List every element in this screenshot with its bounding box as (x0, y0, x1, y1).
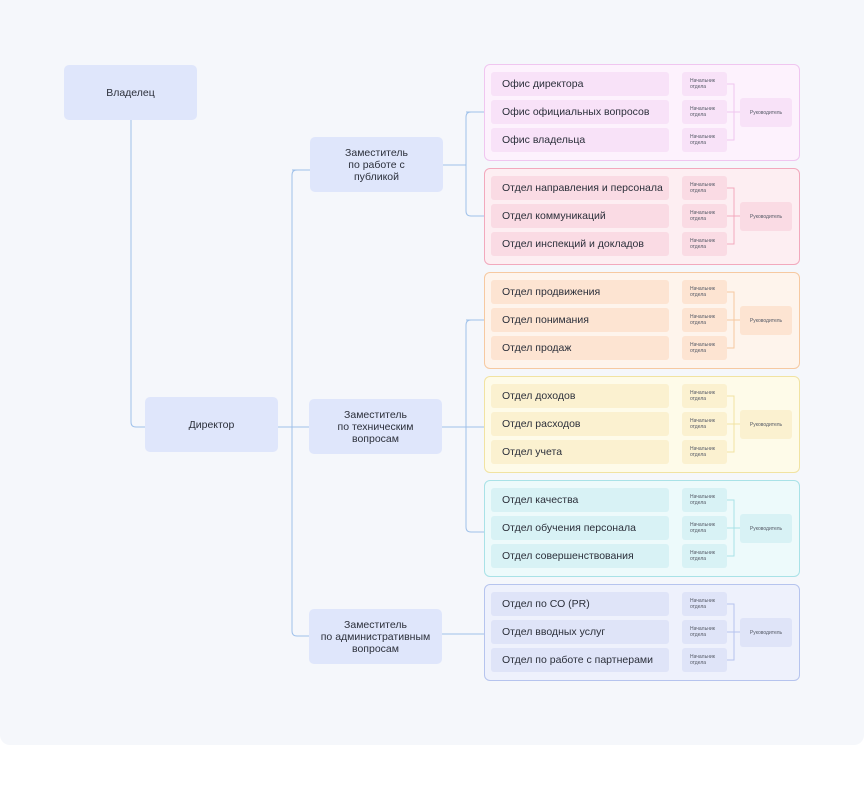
department-item: Отдел обучения персонала (491, 516, 669, 540)
department-head-badge: Начальник отдела (682, 384, 727, 408)
department-head-badge: Начальник отдела (682, 176, 727, 200)
group-bracket (727, 291, 740, 349)
department-item: Отдел доходов (491, 384, 669, 408)
department-item: Отдел направления и персонала (491, 176, 669, 200)
department-item: Отдел понимания (491, 308, 669, 332)
connector-line (130, 120, 145, 428)
connector-line (291, 169, 309, 637)
department-head-badge: Начальник отдела (682, 204, 727, 228)
department-head-badge: Начальник отдела (682, 440, 727, 464)
deputy-technical-node: Заместитель по техническим вопросам (309, 399, 442, 454)
department-head-badge: Начальник отдела (682, 620, 727, 644)
manager-badge: Руководитель (740, 98, 792, 127)
department-item: Отдел по работе с партнерами (491, 648, 669, 672)
deputy-public-node: Заместитель по работе с публикой (310, 137, 443, 192)
manager-badge: Руководитель (740, 202, 792, 231)
department-head-badge: Начальник отдела (682, 648, 727, 672)
department-item: Офис директора (491, 72, 669, 96)
connector-line (465, 319, 484, 533)
department-head-badge: Начальник отдела (682, 516, 727, 540)
department-item: Отдел вводных услуг (491, 620, 669, 644)
manager-badge: Руководитель (740, 618, 792, 647)
department-item: Офис владельца (491, 128, 669, 152)
department-item: Отдел инспекций и докладов (491, 232, 669, 256)
department-head-badge: Начальник отдела (682, 72, 727, 96)
group-bracket (727, 187, 740, 245)
group-bracket (727, 603, 740, 661)
department-item: Отдел коммуникаций (491, 204, 669, 228)
manager-badge: Руководитель (740, 514, 792, 543)
department-item: Отдел учета (491, 440, 669, 464)
group-bracket (727, 499, 740, 557)
department-item: Отдел качества (491, 488, 669, 512)
department-item: Отдел по СО (PR) (491, 592, 669, 616)
manager-badge: Руководитель (740, 410, 792, 439)
department-item: Отдел совершенствования (491, 544, 669, 568)
department-head-badge: Начальник отдела (682, 280, 727, 304)
department-head-badge: Начальник отдела (682, 592, 727, 616)
department-head-badge: Начальник отдела (682, 336, 727, 360)
department-head-badge: Начальник отдела (682, 232, 727, 256)
department-head-badge: Начальник отдела (682, 308, 727, 332)
director-node: Директор (145, 397, 278, 452)
department-head-badge: Начальник отдела (682, 100, 727, 124)
deputy-admin-node: Заместитель по административным вопросам (309, 609, 442, 664)
department-item: Отдел продаж (491, 336, 669, 360)
department-head-badge: Начальник отдела (682, 488, 727, 512)
group-bracket (727, 395, 740, 453)
department-head-badge: Начальник отдела (682, 128, 727, 152)
owner-node: Владелец (64, 65, 197, 120)
diagram-canvas: Владелец Директор Заместитель по работе … (64, 64, 800, 681)
manager-badge: Руководитель (740, 306, 792, 335)
connector-line (465, 111, 484, 217)
connector-lines (130, 111, 484, 637)
department-item: Отдел расходов (491, 412, 669, 436)
department-item: Отдел продвижения (491, 280, 669, 304)
department-head-badge: Начальник отдела (682, 544, 727, 568)
group-bracket (727, 83, 740, 141)
department-head-badge: Начальник отдела (682, 412, 727, 436)
department-item: Офис официальных вопросов (491, 100, 669, 124)
